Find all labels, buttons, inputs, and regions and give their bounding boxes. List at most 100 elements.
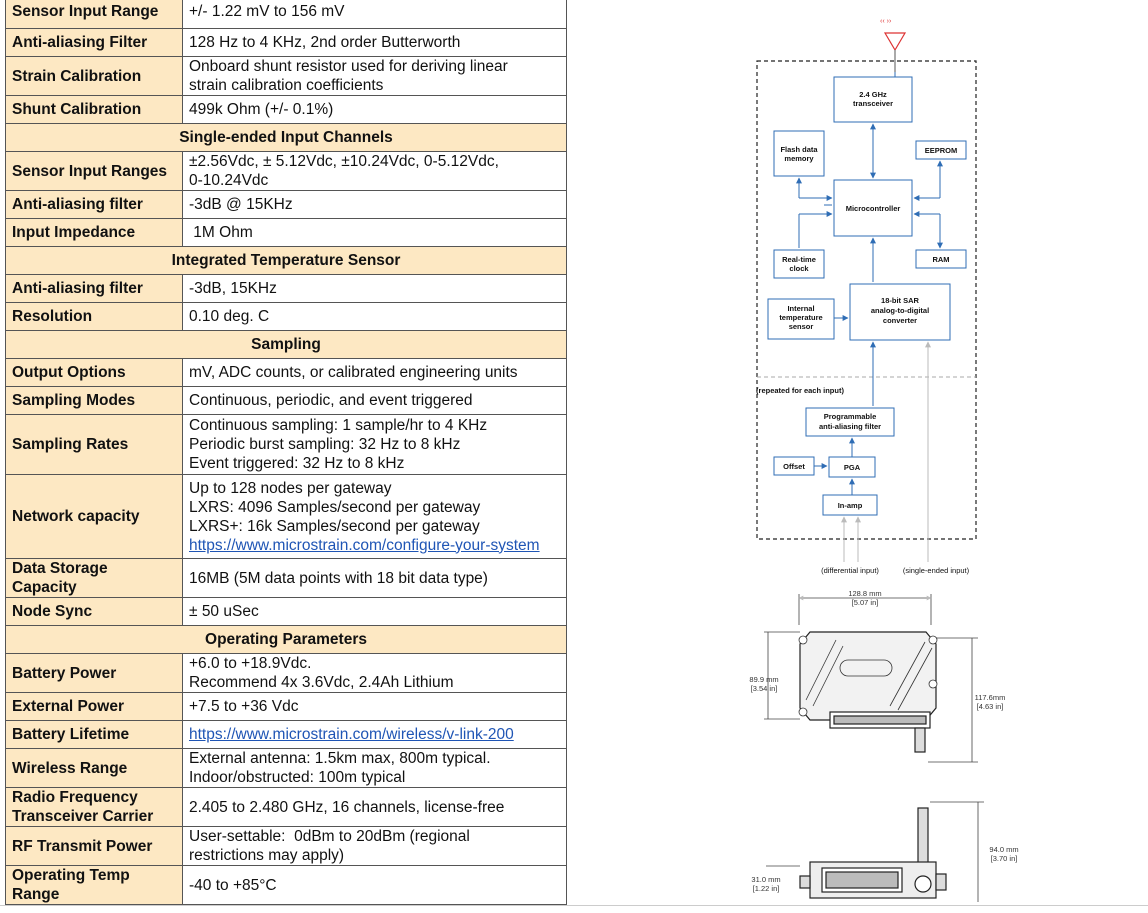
eeprom-label: EEPROM <box>925 146 958 155</box>
rtc-label-2: clock <box>789 264 809 273</box>
width-in: [5.07 in] <box>852 598 879 607</box>
spec-value-line: LXRS+: 16k Samples/second per gateway <box>189 517 480 535</box>
spec-value-line: Indoor/obstructed: 100m typical <box>189 769 406 786</box>
specifications-table: Sensor Input Range +/- 1.22 mV to 156 mV A… <box>5 0 567 905</box>
spec-value: +6.0 to +18.9Vdc.Recommend 4x 3.6Vdc, 2.… <box>182 653 567 693</box>
spec-value-line: +6.0 to +18.9Vdc. <box>189 655 312 672</box>
spec-value-line: restrictions may apply) <box>189 847 345 864</box>
device-boundary <box>756 60 977 540</box>
spec-key: Node Sync <box>5 597 183 626</box>
adc-label-3: converter <box>883 316 917 325</box>
spec-row: Battery Lifetime https://www.microstrain.… <box>5 720 567 749</box>
spec-value: 128 Hz to 4 KHz, 2nd order Butterworth <box>182 28 567 57</box>
spec-key: Resolution <box>5 302 183 331</box>
spec-value-line: mV, ADC counts, or calibrated engineerin… <box>189 364 518 381</box>
flash-label-2: memory <box>784 154 814 163</box>
spec-row: Radio Frequency Transceiver Carrier 2.405… <box>5 787 567 827</box>
spec-key: Anti-aliasing filter <box>5 274 183 303</box>
transceiver-label-1: 2.4 GHz <box>859 90 887 99</box>
spec-value-line: strain calibration coefficients <box>189 77 384 94</box>
spec-value-line: -3dB @ 15KHz <box>189 196 293 213</box>
spec-key: Shunt Calibration <box>5 95 183 124</box>
flash-label-1: Flash data <box>780 145 818 154</box>
spec-value: Continuous sampling: 1 sample/hr to 4 KH… <box>182 414 567 475</box>
spec-value: +/- 1.22 mV to 156 mV <box>182 0 567 29</box>
spec-row: Wireless Range External antenna: 1.5km ma… <box>5 748 567 788</box>
inamp-block <box>822 494 878 516</box>
spec-value-line: Continuous, periodic, and event triggere… <box>189 392 473 409</box>
spec-value-line: ± 50 uSec <box>189 603 259 620</box>
spec-key: Sensor Input Ranges <box>5 151 183 191</box>
spec-value-line: +/- 1.22 mV to 156 mV <box>189 3 345 20</box>
spec-key: Anti-aliasing filter <box>5 190 183 219</box>
spec-key: Sensor Input Range <box>5 0 183 29</box>
spec-value: 499k Ohm (+/- 0.1%) <box>182 95 567 124</box>
section-title: Sampling <box>5 330 567 359</box>
spec-value-line: 1M Ohm <box>189 224 253 241</box>
spec-value-line: 0-10.24Vdc <box>189 172 269 189</box>
section-title: Single-ended Input Channels <box>5 123 567 152</box>
width-mm: 128.8 mm <box>848 589 881 598</box>
spec-value-line: Continuous sampling: 1 sample/hr to 4 KH… <box>189 417 488 434</box>
spec-key: Battery Lifetime <box>5 720 183 749</box>
spec-value: -3dB @ 15KHz <box>182 190 567 219</box>
section-title: Operating Parameters <box>5 625 567 654</box>
total-in: [4.63 in] <box>977 702 1004 711</box>
pga-label: PGA <box>844 463 861 472</box>
transceiver-block <box>833 76 913 123</box>
spec-value: 16MB (5M data points with 18 bit data ty… <box>182 558 567 598</box>
spec-key: Network capacity <box>5 474 183 559</box>
spec-value-line: 499k Ohm (+/- 0.1%) <box>189 101 334 118</box>
ram-label: RAM <box>932 255 949 264</box>
spec-link[interactable]: https://www.microstrain.com/configure-yo… <box>189 536 540 554</box>
spec-value: -40 to +85°C <box>182 865 567 905</box>
spec-row: External Power+7.5 to +36 Vdc <box>5 692 567 721</box>
transceiver-label-2: transceiver <box>853 99 893 108</box>
spec-value: ±2.56Vdc, ± 5.12Vdc, ±10.24Vdc, 0-5.12Vd… <box>182 151 567 191</box>
spec-value: https://www.microstrain.com/wireless/v-l… <box>182 720 567 749</box>
spec-value: Continuous, periodic, and event triggere… <box>182 386 567 415</box>
spec-key: RF Transmit Power <box>5 826 183 866</box>
adc-label-1: 18-bit SAR <box>881 296 920 305</box>
spec-row: Anti-aliasing filter-3dB, 15KHz <box>5 274 567 303</box>
section-title: Integrated Temperature Sensor <box>5 246 567 275</box>
spec-value: -3dB, 15KHz <box>182 274 567 303</box>
spec-value-line: Onboard shunt resistor used for deriving… <box>189 58 508 75</box>
spec-key: Radio Frequency Transceiver Carrier <box>5 787 183 827</box>
side-view-drawing: 94.0 mm [3.70 in] 31.0 mm [1.22 in] <box>751 801 1019 902</box>
microcontroller-block <box>833 179 913 237</box>
ram-block <box>915 249 967 269</box>
spec-value-line: +7.5 to +36 Vdc <box>189 698 299 715</box>
spec-value: 0.10 deg. C <box>182 302 567 331</box>
adc-block <box>849 283 951 341</box>
temp-label-3: sensor <box>789 322 814 331</box>
filter-label-2: anti-aliasing filter <box>819 422 881 431</box>
differential-input-label: (differential input) <box>821 566 879 575</box>
depth-in: [1.22 in] <box>753 884 780 893</box>
spec-value-line: Periodic burst sampling: 32 Hz to 8 kHz <box>189 436 461 453</box>
spec-row: Sensor Input Range +/- 1.22 mV to 156 mV <box>5 0 567 29</box>
spec-key: Output Options <box>5 358 183 387</box>
spec-value-line: 128 Hz to 4 KHz, 2nd order Butterworth <box>189 34 461 51</box>
block-diagram: ‹‹ ›› <box>749 18 1019 902</box>
section-header-row: Single-ended Input Channels <box>5 123 567 152</box>
spec-key: Wireless Range <box>5 748 183 788</box>
rtc-block <box>773 249 825 279</box>
spec-value-line: External antenna: 1.5km max, 800m typica… <box>189 750 491 767</box>
micro-label: Microcontroller <box>846 204 901 213</box>
block-diagram-panel: ‹‹ ›› <box>740 0 1148 908</box>
antenna-icon: ‹‹ ›› <box>880 18 907 72</box>
spec-key: Sampling Modes <box>5 386 183 415</box>
section-header-row: Integrated Temperature Sensor <box>5 246 567 275</box>
height-mm: 89.9 mm <box>749 675 778 684</box>
temp-label-2: temperature <box>779 313 822 322</box>
flash-memory-block <box>773 130 825 177</box>
spec-row: Shunt Calibration 499k Ohm (+/- 0.1%) <box>5 95 567 124</box>
temp-sensor-block <box>767 298 835 340</box>
spec-link[interactable]: https://www.microstrain.com/wireless/v-l… <box>189 726 514 743</box>
spec-value-line: 2.405 to 2.480 GHz, 16 channels, license… <box>189 798 505 816</box>
